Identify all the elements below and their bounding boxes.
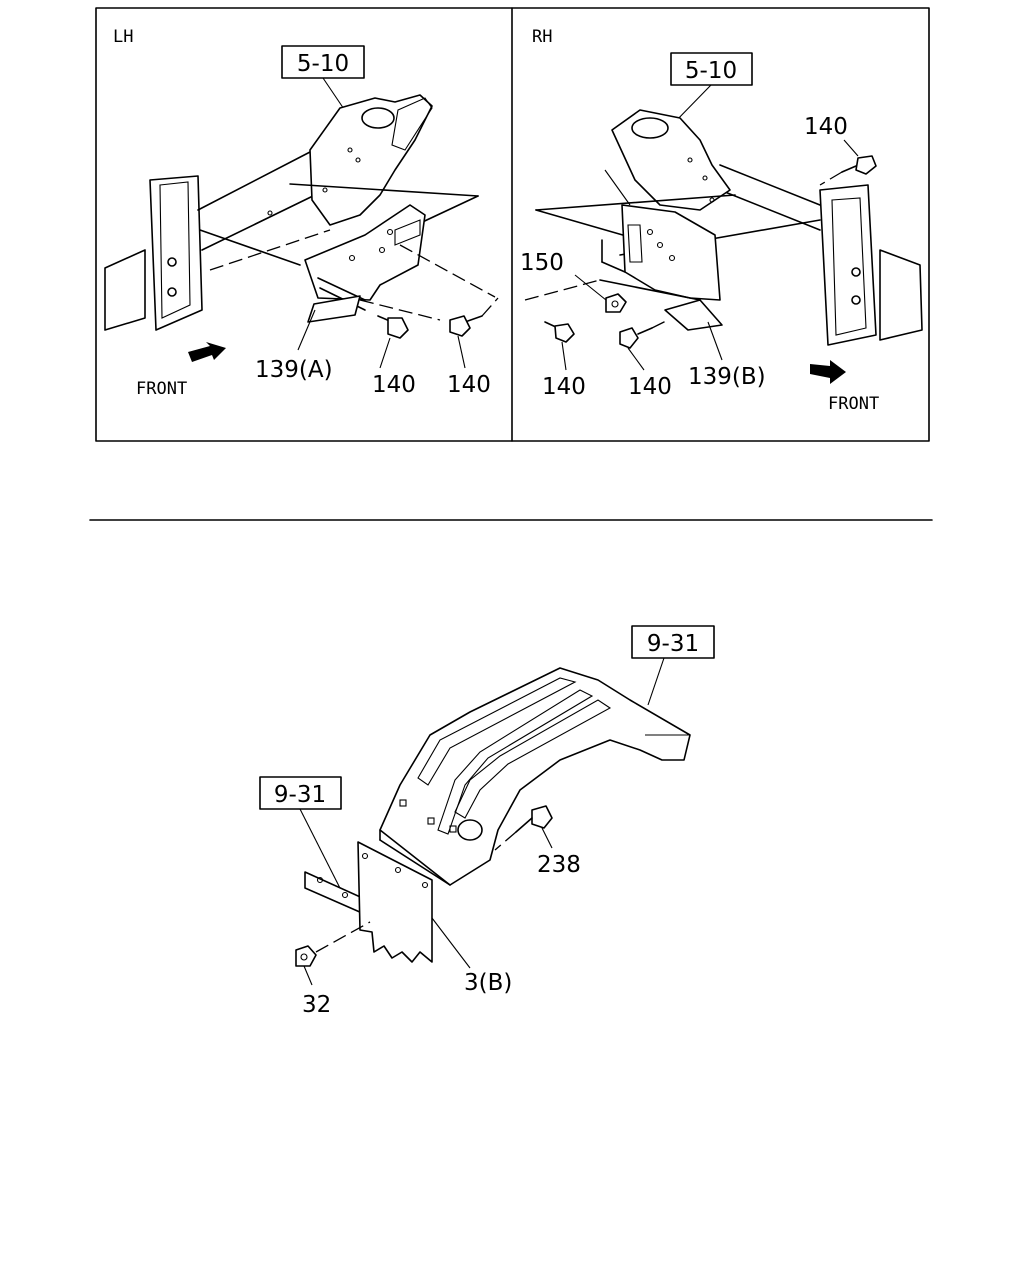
lh-bolt-140-a[interactable]: [377, 315, 409, 339]
bottom-panel: 9-31 238 9-31: [259, 625, 715, 1018]
rh-front-label: FRONT: [828, 394, 879, 414]
lh-bolt-140-b[interactable]: [449, 297, 499, 337]
lh-front-label: FRONT: [136, 379, 187, 399]
lh-bolt-a-leader: [379, 337, 391, 369]
rh-plate: [524, 204, 721, 301]
rh-frame-rail: [604, 164, 923, 346]
lh-frame-rail: [104, 151, 331, 331]
rh-side-label: RH: [532, 27, 552, 47]
mudflap-label: 3(B): [464, 970, 512, 996]
lh-plate: [304, 204, 496, 321]
rh-panel: RH 5-10: [520, 27, 923, 414]
fender-ref-leader: [647, 657, 665, 706]
stay-ref-leader: [299, 808, 346, 899]
lh-panel: LH 5-10: [104, 27, 499, 399]
rh-bolt-top-leader: [843, 139, 859, 157]
lh-bracket-139a[interactable]: [307, 295, 361, 323]
rh-bolt-a-leader: [561, 341, 567, 371]
fender-ref-box-text: 9-31: [647, 631, 699, 657]
fender-ref-box[interactable]: [631, 625, 715, 659]
rh-bracket-139b[interactable]: [664, 299, 723, 331]
rh-bracket-label: 139(B): [688, 364, 766, 390]
lh-tower: [267, 94, 479, 271]
lh-bracket-leader: [297, 309, 316, 351]
lh-bolt-a-label: 140: [372, 372, 416, 398]
lh-ref-box-text: 5-10: [297, 51, 349, 77]
rh-bolt-140-a[interactable]: [544, 321, 575, 343]
rh-bolt-140-b[interactable]: [619, 319, 669, 349]
rh-front-arrow-icon: [810, 360, 846, 384]
rh-ref-box[interactable]: [670, 52, 753, 86]
rh-bracket-leader: [707, 321, 723, 361]
bolt-238-label: 238: [537, 852, 581, 878]
lh-bolt-b-leader: [457, 335, 466, 369]
bolt-238[interactable]: [494, 805, 553, 851]
rh-tower: [535, 109, 736, 241]
mudflap-leader: [431, 917, 471, 969]
bolt-238-leader: [541, 827, 553, 849]
stay-ref-box-text: 9-31: [274, 782, 326, 808]
lh-bolt-b-label: 140: [447, 372, 491, 398]
rh-ref-box-text: 5-10: [685, 58, 737, 84]
rh-bolt-a-label: 140: [542, 374, 586, 400]
rh-bolt-b-leader: [627, 347, 645, 371]
rh-nut-150[interactable]: [605, 293, 627, 313]
rh-bolt-140-top[interactable]: [819, 155, 877, 186]
nut-32-leader: [303, 965, 313, 986]
nut-32[interactable]: [295, 921, 371, 967]
lh-front-arrow-icon: [188, 342, 226, 362]
lh-side-label: LH: [113, 27, 133, 47]
nut-32-label: 32: [302, 992, 331, 1018]
lh-bracket-label: 139(A): [255, 357, 333, 383]
rh-nut-leader: [574, 274, 607, 301]
mudflap-3b[interactable]: [357, 841, 433, 963]
rh-bolt-top-label: 140: [804, 114, 848, 140]
rear-fender: [379, 667, 691, 886]
rh-bolt-b-label: 140: [628, 374, 672, 400]
rh-nut-label: 150: [520, 250, 564, 276]
